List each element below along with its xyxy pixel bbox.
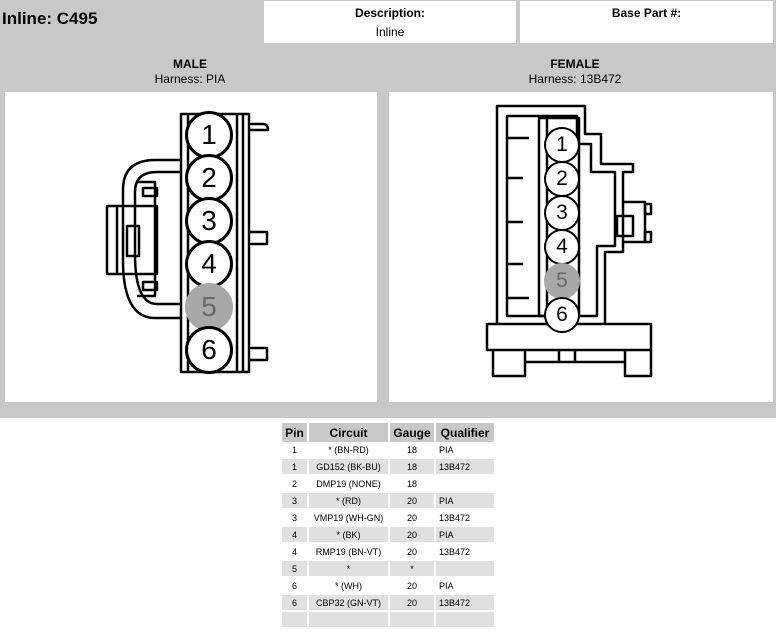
- column-header-qualifier: Qualifier: [435, 423, 496, 442]
- pin-cell: 4: [282, 543, 309, 561]
- gauge-cell: 20: [389, 509, 436, 527]
- qualifier-cell: [435, 560, 496, 578]
- qualifier-cell: PIA: [435, 492, 496, 510]
- female-pin-6: 6: [544, 297, 580, 333]
- male-pin-6: 6: [185, 326, 233, 374]
- table-row: 2 DMP19 (NONE) 18: [282, 475, 496, 493]
- table-row: 4 * (BK) 20 PIA: [282, 526, 496, 544]
- description-box: Description: Inline: [264, 1, 516, 43]
- header-bar: Inline: C495 Description: Inline Base Pa…: [0, 0, 776, 46]
- table-row: 4 RMP19 (BN-VT) 20 13B472: [282, 543, 496, 561]
- qualifier-cell: [435, 475, 496, 493]
- column-header-circuit: Circuit: [308, 423, 390, 442]
- male-connector-drawing: [105, 112, 270, 374]
- female-pin-2: 2: [544, 161, 580, 197]
- gauge-cell: 20: [389, 526, 436, 544]
- gauge-cell: 18: [389, 458, 436, 476]
- male-pin-3: 3: [185, 197, 233, 245]
- pin-cell: 6: [282, 577, 309, 595]
- gauge-cell: 20: [389, 492, 436, 510]
- table-row: 1 * (BN-RD) 18 PIA: [282, 442, 496, 459]
- section-divider: [0, 402, 776, 418]
- male-heading: MALE Harness: PIA: [0, 57, 380, 87]
- circuit-cell: [308, 611, 390, 629]
- female-pin-1: 1: [544, 127, 580, 163]
- qualifier-cell: 13B472: [435, 458, 496, 476]
- male-connector-view: 1 2 3 4 5 6: [5, 92, 377, 438]
- circuit-cell: * (WH): [308, 577, 390, 595]
- male-pin-2: 2: [185, 154, 233, 202]
- pin-cell: 2: [282, 475, 309, 493]
- pin-cell: 3: [282, 492, 309, 510]
- male-pin-4: 4: [185, 240, 233, 288]
- circuit-cell: * (RD): [308, 492, 390, 510]
- qualifier-cell: PIA: [435, 442, 496, 459]
- circuit-cell: * (BK): [308, 526, 390, 544]
- male-pin-1: 1: [185, 111, 233, 159]
- male-pin-5: 5: [185, 283, 233, 331]
- qualifier-cell: PIA: [435, 526, 496, 544]
- male-title: MALE: [173, 57, 207, 71]
- circuit-cell: RMP19 (BN-VT): [308, 543, 390, 561]
- table-row: 1 GD152 (BK-BU) 18 13B472: [282, 458, 496, 476]
- table-row: 3 * (RD) 20 PIA: [282, 492, 496, 510]
- gauge-cell: *: [389, 560, 436, 578]
- qualifier-cell: 13B472: [435, 509, 496, 527]
- column-header-pin: Pin: [282, 423, 309, 442]
- connector-panel: MALE Harness: PIA FEMALE Harness: 13B472: [0, 46, 776, 438]
- female-pin-5: 5: [544, 263, 580, 299]
- female-connector-drawing: [485, 104, 653, 378]
- female-harness: Harness: 13B472: [528, 72, 622, 86]
- gauge-cell: 20: [389, 577, 436, 595]
- circuit-cell: VMP19 (WH-GN): [308, 509, 390, 527]
- gauge-cell: 18: [389, 475, 436, 493]
- table-row: [282, 611, 496, 629]
- page-title: Inline: C495: [2, 9, 98, 28]
- female-connector-view: 1 2 3 4 5 6: [389, 92, 773, 438]
- description-label: Description:: [354, 6, 425, 20]
- female-pin-4: 4: [544, 229, 580, 265]
- qualifier-cell: [435, 611, 496, 629]
- circuit-cell: CBP32 (GN-VT): [308, 594, 390, 612]
- base-part-label: Base Part #:: [611, 6, 682, 20]
- pin-cell: 6: [282, 594, 309, 612]
- gauge-cell: 20: [389, 543, 436, 561]
- pin-cell: 1: [282, 458, 309, 476]
- pin-cell: 1: [282, 442, 309, 459]
- qualifier-cell: 13B472: [435, 594, 496, 612]
- table-row: 5 * *: [282, 560, 496, 578]
- circuit-cell: DMP19 (NONE): [308, 475, 390, 493]
- female-pin-3: 3: [544, 195, 580, 231]
- gauge-cell: 20: [389, 594, 436, 612]
- description-value: Inline: [375, 25, 405, 39]
- table-header-row: Pin Circuit Gauge Qualifier: [282, 423, 496, 442]
- base-part-box: Base Part #:: [520, 1, 773, 43]
- male-harness: Harness: PIA: [154, 72, 226, 86]
- pin-cell: 4: [282, 526, 309, 544]
- pin-cell: 3: [282, 509, 309, 527]
- gauge-cell: [389, 611, 436, 629]
- circuit-cell: * (BN-RD): [308, 442, 390, 459]
- pin-cell: 5: [282, 560, 309, 578]
- circuit-cell: *: [308, 560, 390, 578]
- table-row: 3 VMP19 (WH-GN) 20 13B472: [282, 509, 496, 527]
- gauge-cell: 18: [389, 442, 436, 459]
- pin-circuit-table: Pin Circuit Gauge Qualifier 1 * (BN-RD) …: [282, 423, 496, 629]
- pin-cell: [282, 611, 309, 629]
- table-row: 6 * (WH) 20 PIA: [282, 577, 496, 595]
- qualifier-cell: 13B472: [435, 543, 496, 561]
- female-title: FEMALE: [550, 57, 600, 71]
- column-header-gauge: Gauge: [389, 423, 436, 442]
- female-heading: FEMALE Harness: 13B472: [385, 57, 765, 87]
- table-row: 6 CBP32 (GN-VT) 20 13B472: [282, 594, 496, 612]
- qualifier-cell: PIA: [435, 577, 496, 595]
- circuit-cell: GD152 (BK-BU): [308, 458, 390, 476]
